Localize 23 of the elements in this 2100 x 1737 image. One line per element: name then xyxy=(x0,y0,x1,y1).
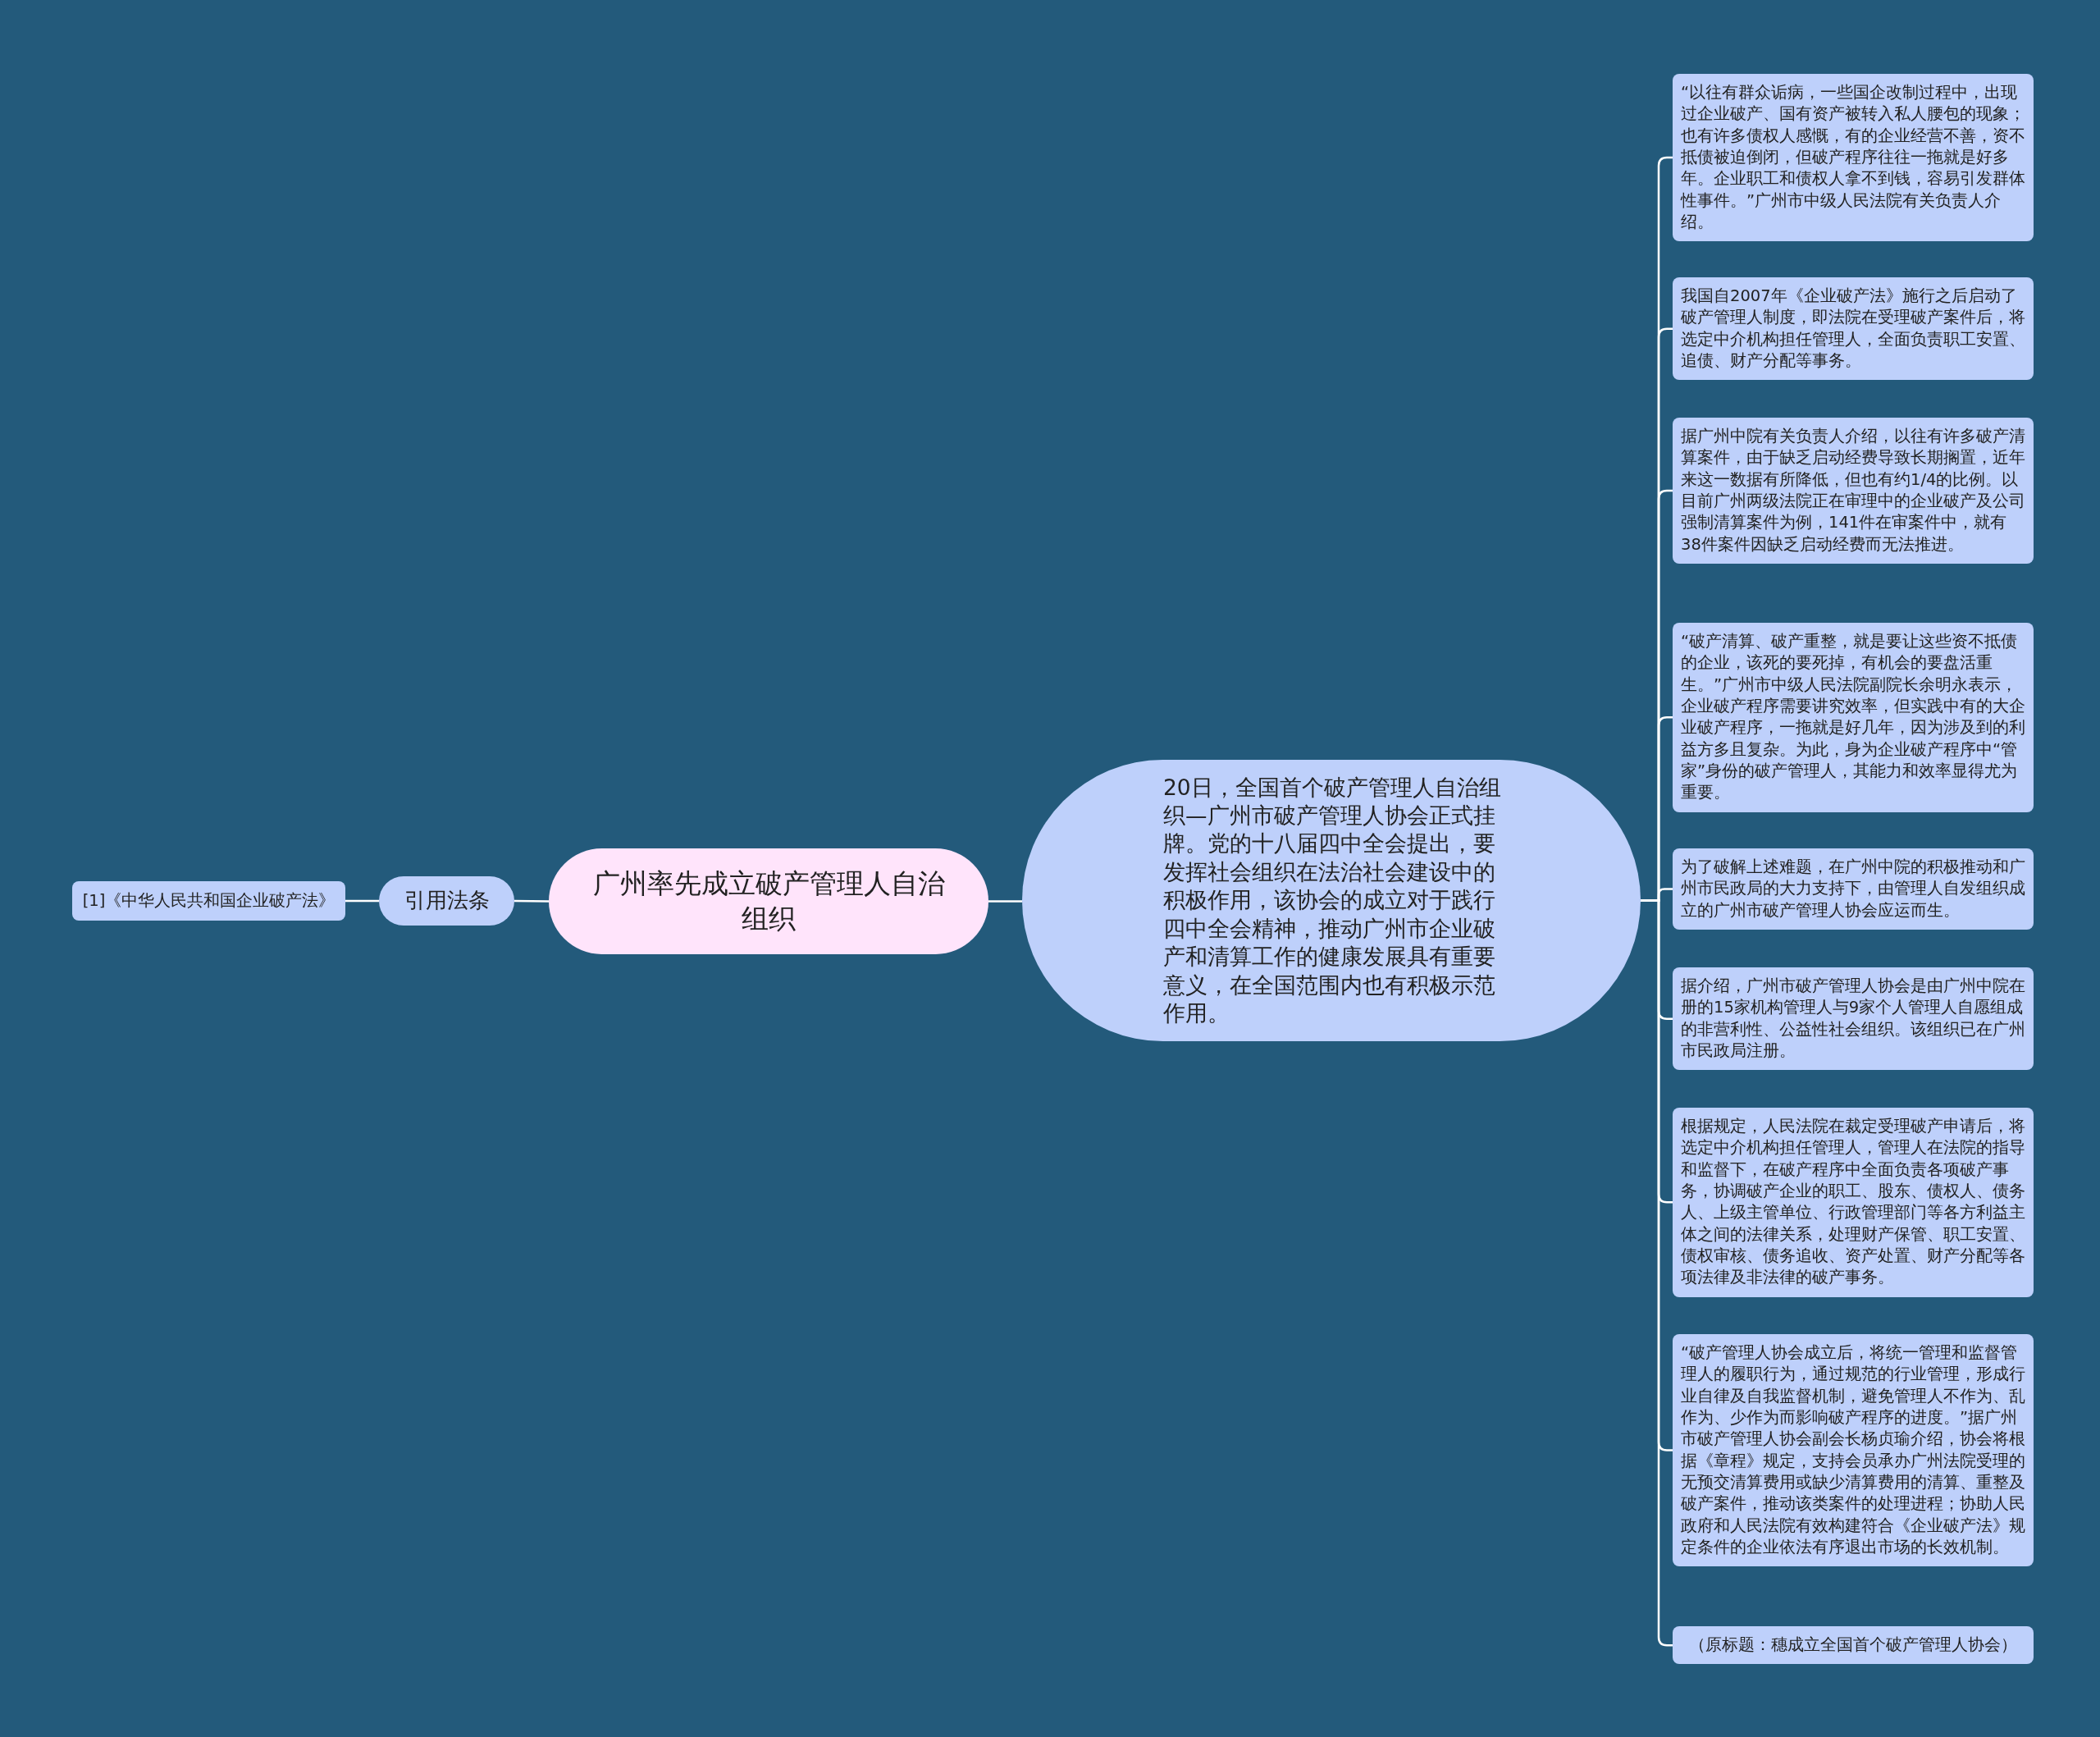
note-card-text: 据介绍，广州市破产管理人协会是由广州中院在册的15家机构管理人与9家个人管理人自愿组成的非营利性、公益性社会组织。该组织已在广州市民政局注册。 xyxy=(1681,976,2025,1062)
note-card-box xyxy=(72,881,345,921)
note-card-text: 为了破解上述难题，在广州中院的积极推动和广州市民政局的大力支持下，由管理人自发组织成立的广州市破产管理人协会应运而生。 xyxy=(1681,857,2025,921)
note-card-text: “以往有群众诟病，一些国企改制过程中，出现过企业破产、国有资产被转入私人腰包的现象；也有许多债权人感慨，有的企业经营不善，资不抵债被迫倒闭，但破产程序往往一拖就是好多年。企业职工和债权人拿不到钱，容易引发群体性事件。”广州市中级人民法院有关负责人介绍。 xyxy=(1681,82,2025,233)
note-card-text: （原标题：穗成立全国首个破产管理人协会） xyxy=(1689,1634,2017,1656)
note-card-box xyxy=(1673,1626,2034,1665)
connector-line xyxy=(988,900,1022,903)
note-card-text: 根据规定，人民法院在裁定受理破产申请后，将选定中介机构担任管理人，管理人在法院的指导和监督下，在破产程序中全面负责各项破产事务，协调破产企业的职工、股东、债权人、债务人、上级主管单位、行政管理部门等各方利益主体之间的法律关系，处理财产保管、职工安置、债权审核、债务追收、资产处置、财产分配等各项法律及非法律的破产事务。 xyxy=(1681,1116,2025,1289)
note-card-box xyxy=(1673,967,2034,1071)
note-card-box xyxy=(1673,418,2034,564)
note-card-text: 我国自2007年《企业破产法》施行之后启动了破产管理人制度，即法院在受理破产案件后，将选定中介机构担任管理人，全面负责职工安置、追债、财产分配等事务。 xyxy=(1681,286,2025,372)
branch-topic-text: 引用法条 xyxy=(404,887,490,915)
connector-line xyxy=(514,899,549,903)
note-card-text: 据广州中院有关负责人介绍，以往有许多破产清算案件，由于缺乏启动经费导致长期搁置，近年来这一数据有所降低，但也有约1/4的比例。以目前广州两级法院正在审理中的企业破产及公司强制清算案件为例，141件在审案件中，就有38件案件因缺乏启动经费而无法推进。 xyxy=(1681,426,2025,555)
note-card-box xyxy=(1673,848,2034,930)
note-card-text: [1]《中华人民共和国企业破产法》 xyxy=(82,889,336,912)
root-topic-text: 广州率先成立破产管理人自治组织 xyxy=(591,866,946,936)
note-card-text: “破产管理人协会成立后，将统一管理和监督管理人的履职行为，通过规范的行业管理，形成行业自律及自我监督机制，避免管理人不作为、乱作为、少作为而影响破产程序的进度。”据广州市破产管理人协会副会长杨贞瑜介绍，协会将根据《章程》规定，支持会员承办广州法院受理的无预交清算费用或缺少清算费用的清算、重整及破产案件，推动该类案件的处理进程；协助人民政府和人民法院有效构建符合《企业破产法》规定条件的企业依法有序退出市场的长效机制。 xyxy=(1681,1342,2025,1558)
note-card-text: “破产清算、破产重整，就是要让这些资不抵债的企业，该死的要死掉，有机会的要盘活重生。”广州市中级人民法院副院长余明永表示，企业破产程序需要讲究效率，但实践中有的大企业破产程序，一拖就是好几年，因为涉及到的利益方多且复杂。为此，身为企业破产程序中“管家”身份的破产管理人，其能力和效率显得尤为重要。 xyxy=(1681,631,2025,804)
main-topic-text: 20日，全国首个破产管理人自治组织—广州市破产管理人协会正式挂牌。党的十八届四中全会提出，要发挥社会组织在法治社会建设中的积极作用，该协会的成立对于践行四中全会精神，推动广州市企业破产和清算工作的健康发展具有重要意义，在全国范围内也有积极示范作用。 xyxy=(1163,773,1502,1028)
note-card-box xyxy=(1673,277,2034,381)
connector-line xyxy=(345,899,379,903)
branch-topic-box xyxy=(379,876,514,926)
